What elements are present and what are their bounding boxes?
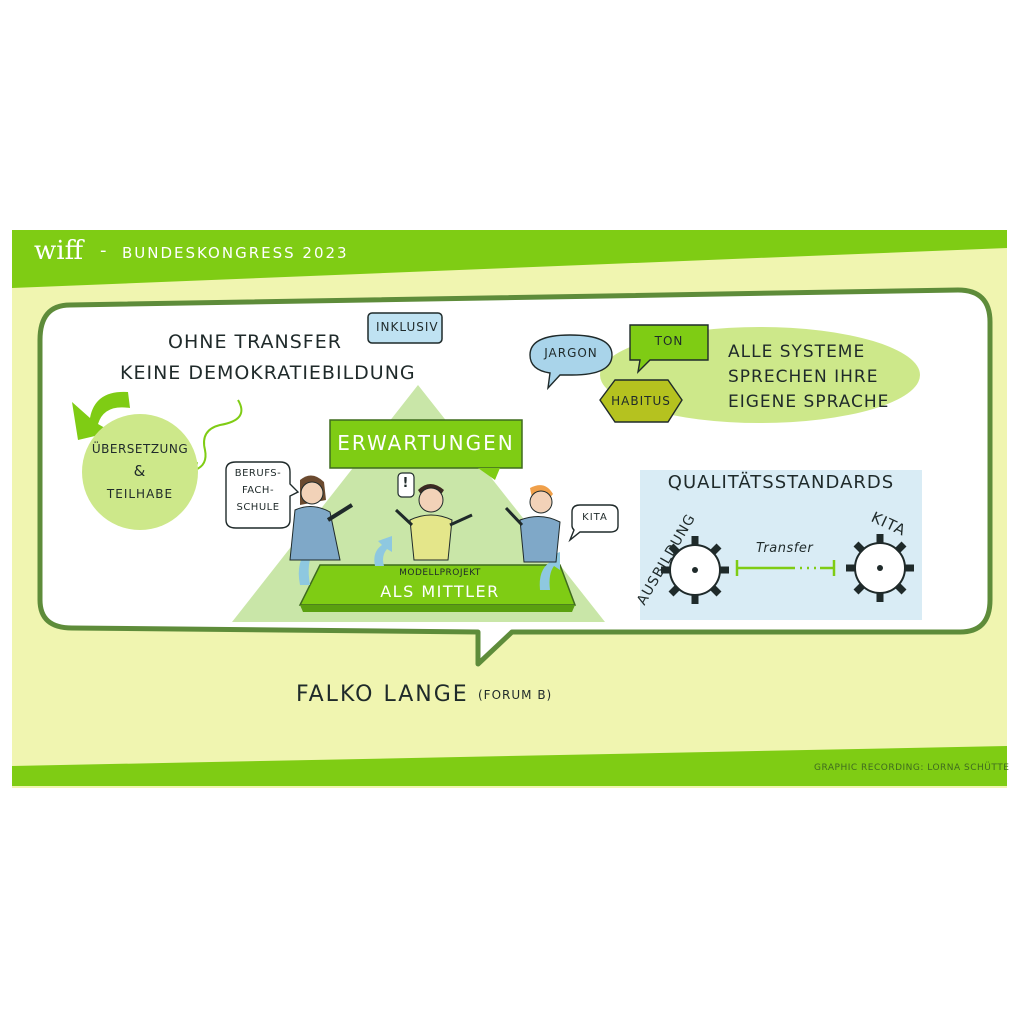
bubble-jargon <box>529 334 613 391</box>
credit-line: GRAPHIC RECORDING: LORNA SCHÜTTE <box>814 763 1010 773</box>
label-habitus: HABITUS <box>611 394 671 408</box>
label-jargon: JARGON <box>544 346 598 360</box>
base-big-label: ALS MITTLER <box>380 582 500 601</box>
transfer-label: Transfer <box>756 541 814 556</box>
headline-line-1: OHNE TRANSFER <box>168 331 342 353</box>
bubble-left-line-1: BERUFS- <box>234 468 282 479</box>
speaker-name: FALKO LANGE <box>296 682 469 707</box>
base-plate-edge <box>300 605 575 612</box>
logo-wiff: wiff <box>34 236 84 266</box>
bubble-left-line-3: SCHULE <box>236 502 280 513</box>
exclaim-mark: ! <box>402 476 410 491</box>
person-left-figure <box>289 475 354 561</box>
circle-ampersand: & <box>133 462 147 480</box>
person-right-figure <box>504 485 561 563</box>
headline-line-2: KEINE DEMOKRATIEBILDUNG <box>120 362 416 384</box>
pyramid-triangle <box>232 385 605 622</box>
event-title: BUNDESKONGRESS 2023 <box>122 244 349 262</box>
circle-line-1: ÜBERSETZUNG <box>91 442 189 456</box>
bubble-ton <box>629 324 709 375</box>
tag-inklusiv: INKLUSIV <box>376 320 439 334</box>
standards-title: QUALITÄTSSTANDARDS <box>667 472 895 493</box>
tag-inklusiv-box <box>367 312 443 344</box>
statement-line-3: EIGENE SPRACHE <box>728 392 890 412</box>
bubble-berufsfachschule <box>225 461 300 529</box>
curved-arrow-icon <box>72 391 130 440</box>
banner-tail <box>478 468 500 480</box>
speaker-forum: (FORUM B) <box>478 688 553 702</box>
label-ton: TON <box>654 334 684 348</box>
bubble-right-kita: KITA <box>582 512 608 523</box>
statement-line-1: ALLE SYSTEME <box>728 342 866 362</box>
gear-right-icon <box>846 534 914 602</box>
base-small-label: MODELLPROJEKT <box>399 568 481 578</box>
up-arrow-center-icon <box>374 536 392 566</box>
header-dash: - <box>100 240 108 261</box>
header-band <box>12 230 1007 288</box>
statement-line-2: SPRECHEN IHRE <box>728 367 879 387</box>
footer-band <box>12 746 1007 786</box>
transfer-connector <box>735 560 836 576</box>
translation-circle <box>82 414 198 530</box>
gear-left-icon <box>661 536 729 604</box>
circle-line-2: TEILHABE <box>106 487 174 501</box>
bubble-left-line-2: FACH- <box>241 485 275 496</box>
exclaim-bubble <box>397 472 415 498</box>
thin-arrow-icon <box>194 399 243 471</box>
person-center-figure <box>394 484 473 561</box>
banner-erwartungen: ERWARTUNGEN <box>337 431 515 455</box>
banner-box <box>329 419 523 469</box>
bubble-kita <box>568 504 619 543</box>
bubble-habitus <box>599 379 683 423</box>
